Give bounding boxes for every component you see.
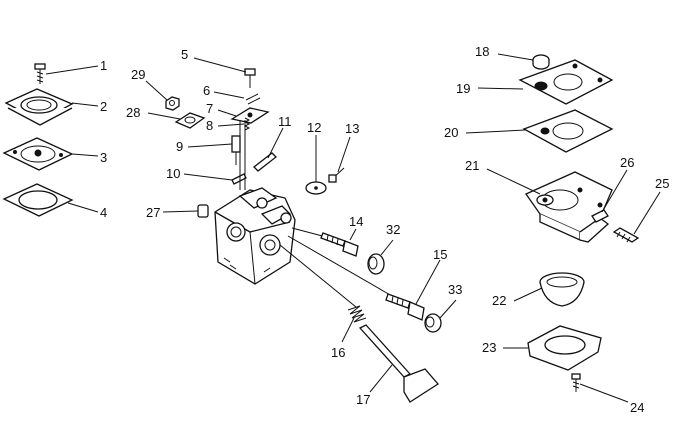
part-20-diaphragm [522,109,614,153]
callout-15: 15 [433,247,447,262]
part-13-screw [328,167,345,183]
part-27-plug [197,204,209,218]
callout-2: 2 [100,99,107,114]
part-21-metering-cover [525,171,613,243]
part-29-nut [165,96,180,111]
part-8-spring [243,117,251,131]
callout-21: 21 [465,158,479,173]
part-18-plug [532,54,550,70]
callout-32: 32 [386,222,400,237]
part-28-bracket [174,112,206,129]
callout-27: 27 [146,205,160,220]
callout-17: 17 [356,392,370,407]
callout-28: 28 [126,105,140,120]
part-17-choke-shaft [358,324,439,403]
part-24-screw [571,373,581,392]
callout-5: 5 [181,47,188,62]
callout-24: 24 [630,400,644,415]
part-26-plate [591,209,609,223]
part-11-shaft [253,152,277,172]
callout-3: 3 [100,150,107,165]
callout-4: 4 [100,205,107,220]
carburetor-body [214,120,296,285]
part-19-gasket [518,59,614,105]
axis-line-15 [287,235,393,297]
part-2-pump-cover [4,88,74,126]
part-1-screw [34,63,46,84]
leader-lines [45,53,661,403]
callout-11: 11 [278,114,292,129]
axis-line-16 [279,244,357,308]
callout-8: 8 [206,118,213,133]
part-12-throttle-plate [305,181,327,195]
callout-numbers: 1 2 3 4 5 6 7 8 9 10 11 12 13 14 15 16 1… [100,44,669,415]
callout-14: 14 [349,214,363,229]
callout-16: 16 [331,345,345,360]
part-16-spring [347,305,367,323]
callout-33: 33 [448,282,462,297]
part-7-lever [230,107,270,124]
part-15-adjusting-needle [385,293,425,321]
part-14-adjusting-needle [320,232,359,257]
part-6-pin [245,93,261,105]
callout-18: 18 [475,44,489,59]
callout-19: 19 [456,81,470,96]
part-23-bulb-retainer [527,325,602,371]
callout-1: 1 [100,58,107,73]
part-33-limiter-cap [424,313,442,333]
callout-12: 12 [307,120,321,135]
callout-13: 13 [345,121,359,136]
callout-20: 20 [444,125,458,140]
callout-22: 22 [492,293,506,308]
part-4-pump-gasket [2,183,74,217]
part-22-primer-bulb [539,272,585,307]
callout-29: 29 [131,67,145,82]
callout-9: 9 [176,139,183,154]
callout-26: 26 [620,155,634,170]
part-25-screw [612,227,640,243]
part-32-limiter-cap [367,253,385,275]
part-5-screw [244,68,256,88]
part-3-pump-diaphragm [2,137,74,171]
callout-7: 7 [206,101,213,116]
callout-23: 23 [482,340,496,355]
part-10-clip [231,173,247,185]
part-9-needle [231,135,241,165]
callout-6: 6 [203,83,210,98]
callout-25: 25 [655,176,669,191]
callout-10: 10 [166,166,180,181]
